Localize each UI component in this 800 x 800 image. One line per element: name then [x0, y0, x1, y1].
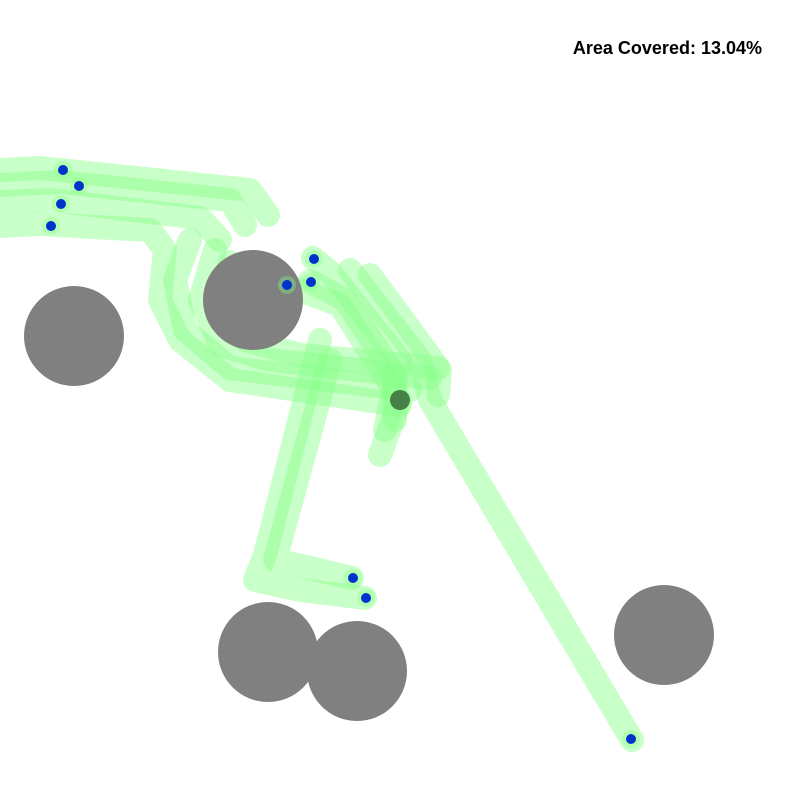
hub-layer	[390, 390, 410, 410]
agent-dot-icon	[46, 221, 56, 231]
obstacle-layer	[24, 250, 714, 721]
agent-dot-icon	[309, 254, 319, 264]
agent-trail	[0, 188, 232, 252]
area-covered-readout: Area Covered: 13.04%	[572, 38, 762, 58]
agent-dot-icon	[361, 593, 371, 603]
agent-trail	[338, 258, 644, 752]
circle-obstacle-icon	[614, 585, 714, 685]
circle-obstacle-icon	[218, 602, 318, 702]
agent-dot-icon	[58, 165, 68, 175]
circle-obstacle-icon	[203, 250, 303, 350]
circle-obstacle-icon	[307, 621, 407, 721]
agent-layer	[42, 161, 640, 748]
agent-dot-icon	[348, 573, 358, 583]
agent-trail	[0, 156, 280, 227]
agent-trail	[163, 228, 422, 402]
agent-trail	[358, 263, 452, 407]
hub-dot-icon	[390, 390, 410, 410]
agent-dot-icon	[306, 277, 316, 287]
agent-dot-icon	[282, 280, 292, 290]
agent-dot-icon	[56, 199, 66, 209]
agent-trail	[188, 238, 442, 390]
agent-dot-icon	[626, 734, 636, 744]
trail-layer	[0, 156, 644, 752]
agent-trail	[263, 348, 364, 590]
agent-trail	[243, 328, 377, 610]
agent-trail	[0, 212, 412, 417]
agent-trail	[0, 170, 257, 237]
agent-dot-icon	[74, 181, 84, 191]
circle-obstacle-icon	[24, 286, 124, 386]
